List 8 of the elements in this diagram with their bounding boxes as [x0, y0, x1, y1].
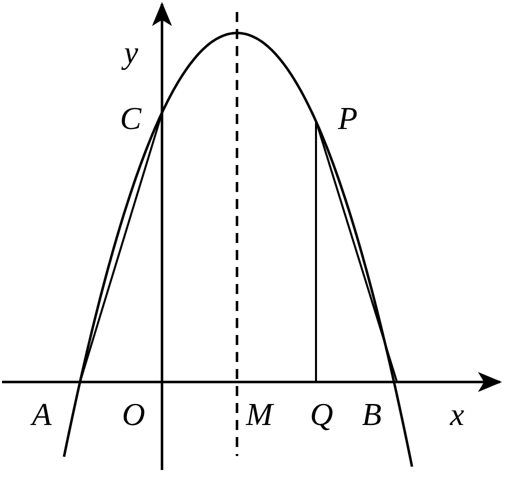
point-label: P	[338, 102, 358, 134]
point-label: O	[122, 398, 146, 430]
point-label: Q	[310, 398, 334, 430]
point-label: A	[32, 398, 52, 430]
point-label: C	[120, 102, 142, 134]
point-label: B	[362, 398, 382, 430]
axis-label: x	[450, 398, 464, 430]
point-label: M	[246, 398, 273, 430]
